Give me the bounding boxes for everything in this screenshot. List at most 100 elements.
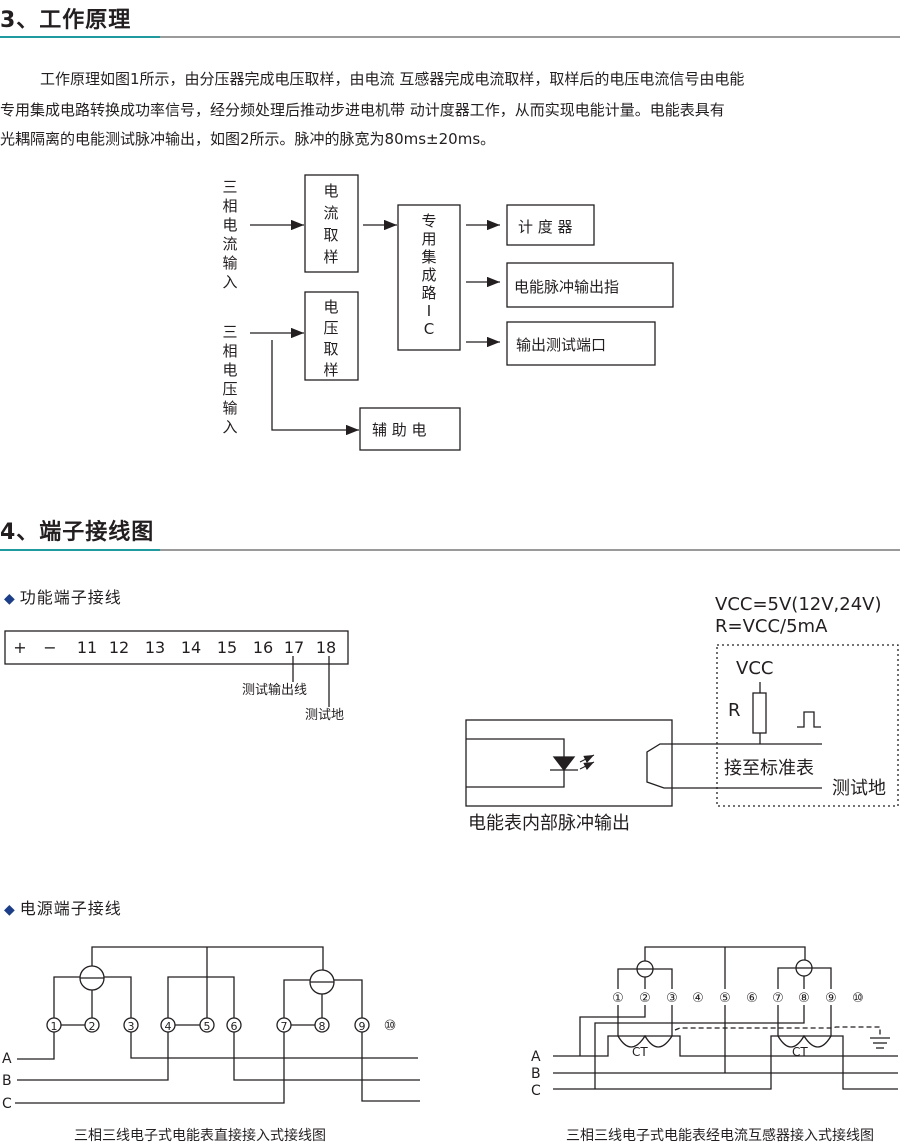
terminal-circle [226,1017,242,1033]
phase-label: A [531,1049,541,1065]
heading-text: 功能端子接线 [19,588,122,607]
test-ground-label: 测试地 [305,708,344,723]
terminal-label: − [43,638,56,657]
current-input-char: 入 [222,273,237,291]
vcc-note: VCC=5V(12V,24V) [715,594,882,615]
paragraph-line-1: 工作原理如图1所示，由分压器完成电压取样，由电流 互感器完成电流取样，取样后的电… [40,70,745,88]
phase-label: B [2,1073,12,1089]
ic-char: 专 [421,212,436,230]
voltage-sample-text: 电压取样 [323,298,338,379]
voltage-sample-char: 取 [323,340,338,358]
section-divider [0,549,900,551]
terminal-number: 9 [359,1020,366,1033]
terminal-circle [84,1017,100,1033]
aux-power-label: 辅 助 电 [372,421,427,439]
current-input-char: 输 [222,254,237,272]
terminal-label: 16 [253,638,273,657]
current-sample-char: 电 [323,182,338,200]
voltage-input-char: 电 [222,361,237,379]
current-input-char: 三 [222,178,237,196]
current-sample-box [304,174,359,273]
paragraph-line-3: 光耦隔离的电能测试脉冲输出，如图2所示。脉冲的脉宽为80ms±20ms。 [0,130,496,148]
ct-label: CT [792,1045,808,1059]
current-input-char: 流 [222,235,237,253]
external-circuit-box [716,644,899,807]
aux-power-box [359,407,461,451]
diamond-bullet-icon: ◆ [4,591,16,607]
power-terminal-heading: ◆电源端子接线 [4,895,122,919]
phase-label: C [2,1096,12,1112]
terminal-label: 11 [77,638,97,657]
current-sample-text: 电流取样 [323,182,338,266]
terminal-label: 15 [217,638,237,657]
terminal-circle [46,1017,62,1033]
pulse-output-box [506,262,674,308]
terminal-number: ⑩ [852,991,864,1006]
voltage-input-char: 输 [222,399,237,417]
terminal-label: 17 [284,638,304,657]
terminal-circle [123,1017,139,1033]
phase-label: C [531,1083,541,1099]
terminal-number: 6 [231,1020,238,1033]
terminal-circle [276,1017,292,1033]
terminal-number: ⑦ [772,991,784,1006]
test-port-box [506,321,656,366]
terminal-label: 12 [109,638,129,657]
terminal-number: ① [612,991,624,1006]
test-ground-label: 测试地 [832,778,886,799]
ic-char: 集 [421,248,436,266]
test-output-line-label: 测试输出线 [242,682,307,698]
current-input-char: 电 [222,216,237,234]
terminal-number: 8 [319,1020,326,1033]
section-divider [0,36,900,38]
terminal-number: 7 [281,1020,288,1033]
ic-char: 成 [421,266,436,284]
r-label: R [728,700,741,721]
ic-char: 用 [421,230,436,248]
paragraph-line-2: 专用集成电路转换成功率信号，经分频处理后推动步进电机带 动计度器工作，从而实现电… [0,101,725,119]
test-port-label: 输出测试端口 [516,336,606,354]
terminal-number: ⑨ [825,991,837,1006]
terminal-number: ⑩ [384,1018,397,1034]
phase-label: B [531,1066,541,1082]
terminal-number: 4 [165,1020,172,1033]
terminal-circle [314,1017,330,1033]
current-sample-char: 取 [323,226,338,244]
current-sample-char: 样 [323,248,338,266]
ic-char: I [427,302,431,320]
opto-caption: 电能表内部脉冲输出 [468,813,630,834]
voltage-sample-char: 电 [323,298,338,316]
terminal-circle [354,1017,370,1033]
vcc-label: VCC [736,658,773,679]
terminal-label: 18 [316,638,336,657]
resistor-icon [752,692,767,734]
ct-wiring-caption: 三相三线电子式电能表经电流互感器接入式接线图 [566,1127,874,1143]
led-icon [552,756,576,772]
optocoupler-diagram: VCC=5V(12V,24V) R=VCC/5mA VCC R 接至标准表 测试… [465,594,899,834]
terminal-label: 14 [181,638,201,657]
ic-char: 路 [421,284,436,302]
r-note: R=VCC/5mA [715,616,828,637]
terminal-circle [199,1017,215,1033]
direct-wiring-caption: 三相三线电子式电能表直接接入式接线图 [74,1127,326,1143]
diamond-bullet-icon: ◆ [4,902,16,918]
terminal-label: 13 [145,638,165,657]
terminal-number: ③ [666,991,678,1006]
voltage-sample-box [304,291,359,381]
voltage-input-char: 压 [222,380,237,398]
voltage-sample-char: 样 [323,361,338,379]
terminal-circle [160,1017,176,1033]
voltage-input-char: 入 [222,418,237,436]
section-3-title: 3、工作原理 [0,8,132,33]
function-terminal-heading: ◆功能端子接线 [4,584,122,608]
terminal-number: ⑧ [798,991,810,1006]
register-label: 计 度 器 [518,218,573,236]
terminal-number: ② [639,991,651,1006]
terminal-number: ④ [692,991,704,1006]
